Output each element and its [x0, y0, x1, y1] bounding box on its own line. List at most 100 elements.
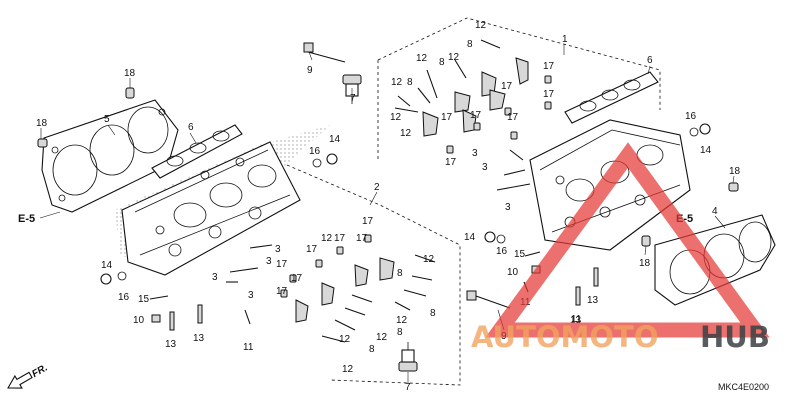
callout-12k: 12	[342, 364, 354, 375]
callout-17c: 17	[501, 81, 513, 92]
callout-12j: 12	[339, 334, 351, 345]
callout-12e: 12	[390, 112, 402, 123]
washer-14-left	[100, 273, 112, 285]
callout-16a: 16	[118, 292, 130, 303]
dowel-pin-18c	[728, 182, 739, 192]
bolt-9-top	[303, 42, 346, 63]
callout-14a: 14	[101, 260, 113, 271]
dowel-pin-18b	[37, 138, 48, 148]
callouts: 1 2 3 3 3 3 3 3 3 4 5 6 6 7 7 8 8 8 8 8 …	[36, 20, 741, 393]
watermark-text-automoto: AUTOMOTO	[471, 320, 658, 354]
callout-17a: 17	[543, 61, 555, 72]
washer-14-top	[326, 153, 338, 165]
callout-8b: 8	[439, 57, 445, 68]
callout-8e: 8	[397, 327, 403, 338]
callout-10a: 10	[133, 315, 145, 326]
callout-17n: 17	[276, 286, 288, 297]
callout-17b: 17	[543, 89, 555, 100]
assembly-2-frame	[286, 164, 461, 386]
callout-17g: 17	[445, 157, 457, 168]
callout-12g: 12	[423, 254, 435, 265]
callout-17j: 17	[356, 233, 368, 244]
callout-3e: 3	[266, 256, 272, 267]
pin-15-right	[524, 251, 541, 257]
callout-12f: 12	[400, 128, 412, 139]
callout-18a: 18	[124, 68, 136, 79]
callout-8c: 8	[407, 77, 413, 88]
washer-14-mid	[484, 231, 496, 243]
callout-13c: 13	[587, 295, 599, 306]
callout-17i: 17	[334, 233, 346, 244]
callout-5: 5	[104, 114, 110, 125]
callout-1: 1	[562, 34, 568, 45]
diagram-code: MKC4E0200	[718, 382, 769, 392]
callout-3d: 3	[275, 244, 281, 255]
callout-18b: 18	[36, 118, 48, 129]
callout-17m: 17	[291, 273, 303, 284]
callout-12l: 12	[321, 233, 333, 244]
intake-gasket-right	[564, 71, 659, 124]
intake-gasket-left	[151, 124, 243, 179]
stud-13-a	[169, 311, 175, 331]
front-direction-arrow: FR.	[7, 362, 50, 389]
plug-10-left	[151, 314, 161, 323]
callout-18c: 18	[729, 166, 741, 177]
callout-16c: 16	[496, 246, 508, 257]
callout-17h: 17	[362, 216, 374, 227]
dowel-pin-18d	[641, 235, 651, 247]
callout-17l: 17	[276, 259, 288, 270]
callout-12a: 12	[475, 20, 487, 31]
callout-13a: 13	[165, 339, 177, 350]
pin-15-left	[149, 295, 169, 300]
callout-3b: 3	[482, 162, 488, 173]
callout-15b: 15	[514, 249, 526, 260]
callout-17e: 17	[441, 112, 453, 123]
dowel-pin-18a	[125, 87, 135, 99]
stud-13-d	[593, 267, 599, 287]
callout-9a: 9	[307, 65, 313, 76]
callout-12c: 12	[448, 52, 460, 63]
callout-3g: 3	[248, 290, 254, 301]
callout-12b: 12	[416, 53, 428, 64]
callout-8a: 8	[467, 39, 473, 50]
spark-plug-top	[342, 74, 362, 104]
callout-8d: 8	[397, 268, 403, 279]
callout-12i: 12	[376, 332, 388, 343]
callout-16d: 16	[685, 111, 697, 122]
section-ref-left: E-5	[18, 213, 35, 225]
stud-13-b	[197, 304, 203, 324]
callout-13b: 13	[193, 333, 205, 344]
callout-8f: 8	[430, 308, 436, 319]
stud-13-c	[575, 286, 581, 306]
callout-14b: 14	[329, 134, 341, 145]
callout-12h: 12	[396, 315, 408, 326]
callout-16b: 16	[309, 146, 321, 157]
callout-15a: 15	[138, 294, 150, 305]
washer-14-right	[699, 123, 711, 135]
callout-2: 2	[374, 182, 380, 193]
callout-4: 4	[712, 206, 718, 217]
oring-16-mid	[496, 234, 506, 244]
callout-8g: 8	[369, 344, 375, 355]
bolt-9-bottom	[466, 290, 511, 309]
callout-11a: 11	[243, 342, 254, 353]
oring-16-top	[312, 158, 322, 168]
assembly-1-frame	[377, 17, 661, 110]
callout-11c: 11	[571, 314, 582, 325]
callout-6b: 6	[647, 55, 653, 66]
spark-plug-bottom	[398, 342, 418, 372]
watermark-text-hub: HUB	[700, 320, 770, 354]
watermark-logo: AUTOMOTO HUB	[471, 142, 770, 354]
callout-13d: 13	[570, 315, 582, 326]
callout-6a: 6	[188, 122, 194, 133]
callout-17d: 17	[507, 112, 519, 123]
callout-10b: 10	[507, 267, 519, 278]
callout-18d: 18	[639, 258, 651, 269]
cylinder-head-gasket-left	[41, 99, 179, 213]
cylinder-head-left	[115, 125, 330, 276]
callout-7a: 7	[350, 93, 356, 104]
callout-14d: 14	[700, 145, 712, 156]
bolt-11-left	[244, 309, 251, 325]
bolt-set-assembly-2	[226, 234, 436, 343]
